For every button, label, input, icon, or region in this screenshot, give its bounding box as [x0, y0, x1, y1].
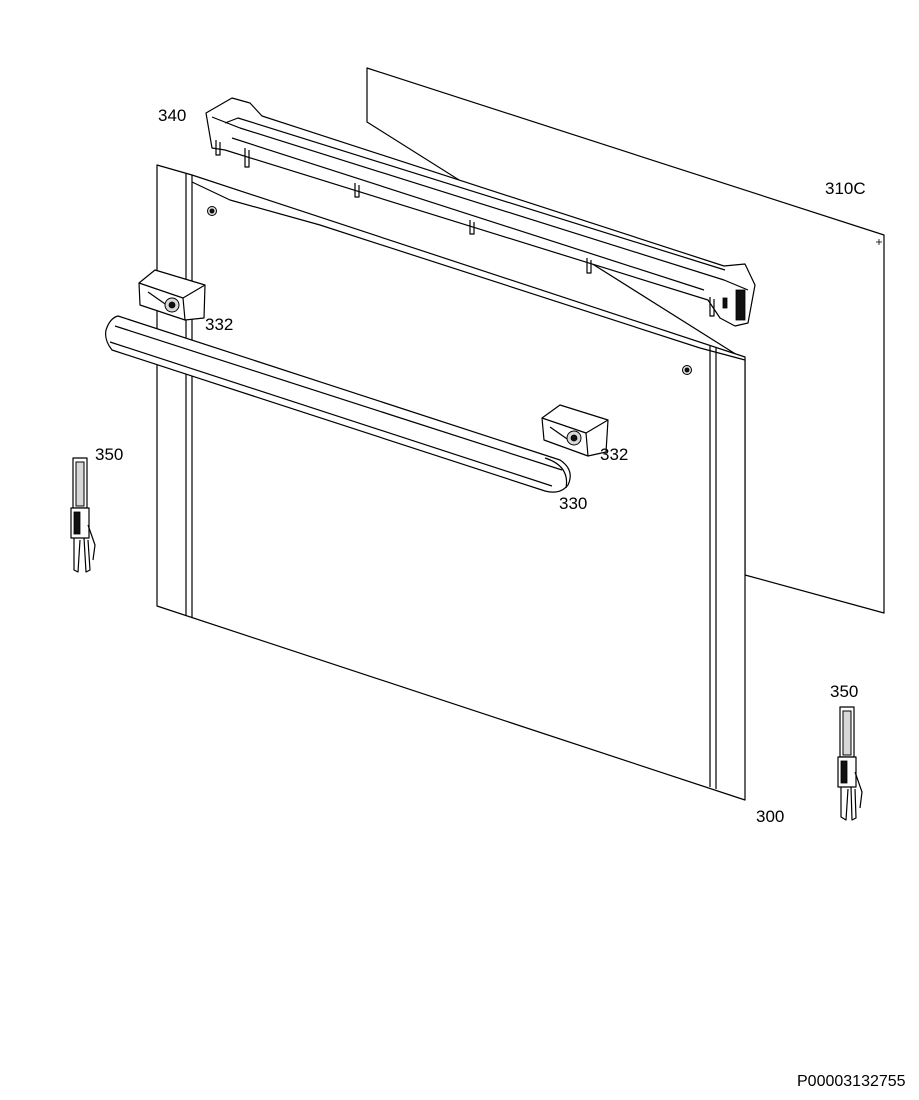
handle-bracket-right-332	[541, 404, 609, 457]
label-hinge-left: 350	[95, 445, 124, 464]
label-top-trim: 340	[158, 106, 187, 125]
door-frame-300	[156, 164, 746, 801]
handle-330	[105, 315, 571, 493]
label-handle: 330	[559, 494, 588, 513]
drawing-number: P00003132755	[797, 1073, 906, 1090]
handle-bracket-left-332	[138, 269, 206, 321]
top-trim-340	[205, 97, 756, 327]
label-handle-bracket-right: 332	[600, 445, 629, 464]
hinge-right-350	[837, 706, 863, 821]
hinge-left-350	[70, 457, 96, 573]
label-glass-panel: 310C	[825, 179, 866, 198]
label-handle-bracket-left: 332	[205, 315, 234, 334]
label-door-frame: 300	[756, 807, 785, 826]
label-hinge-right: 350	[830, 682, 859, 701]
